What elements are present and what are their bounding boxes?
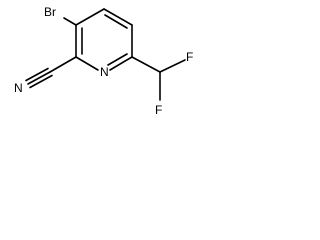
bond-c3-br <box>63 17 77 26</box>
pyridine-ring <box>75 8 133 71</box>
atom-label-f-top: F <box>186 50 193 64</box>
bond-c6-chf2 <box>131 56 161 73</box>
bond-c2-cnitrile <box>49 56 77 73</box>
bond-c4-c5-inner <box>104 14 128 29</box>
bond-c6-n <box>109 56 133 71</box>
bond-nitrile-3 <box>29 74 53 89</box>
atom-label-n-ring: N <box>100 65 109 79</box>
atom-labels: Br N N F F <box>14 5 193 117</box>
bond-n-c2 <box>75 56 99 71</box>
bond-c6-n-inner <box>107 53 128 66</box>
bond-c3-c4 <box>75 8 105 26</box>
substituent-bonds <box>25 17 186 101</box>
molecule-structure: Br N N F F <box>14 5 193 117</box>
atom-label-f-bottom: F <box>155 103 162 117</box>
bond-nitrile-2 <box>25 67 49 82</box>
bond-nitrile-1 <box>27 71 51 85</box>
bond-c4-c5 <box>103 8 133 26</box>
atom-label-br: Br <box>44 5 56 19</box>
bond-chf2-f-top <box>159 59 186 73</box>
atom-label-n-nitrile: N <box>14 81 23 95</box>
